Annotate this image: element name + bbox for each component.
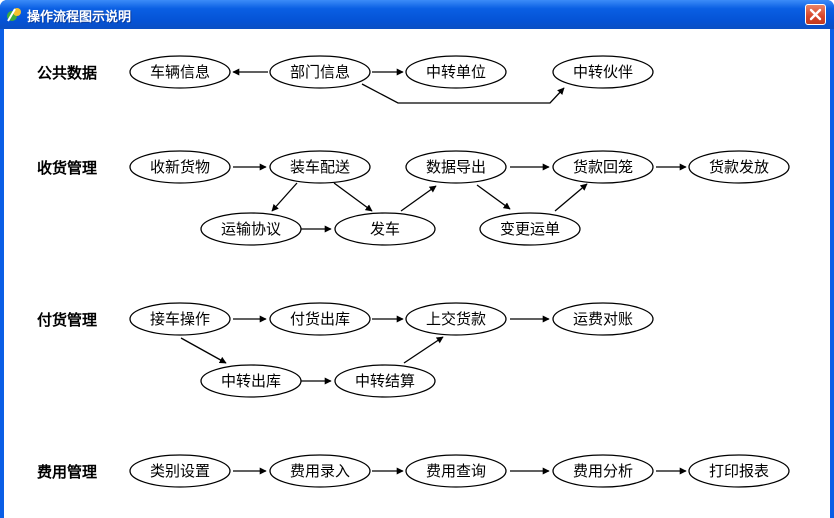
arrow-settle-to-submit (403, 336, 444, 364)
node-delivery-out[interactable]: 付货出库 (269, 302, 371, 336)
node-label: 运费对账 (573, 310, 633, 328)
node-label: 中转单位 (426, 63, 486, 81)
node-loading-dispatch[interactable]: 装车配送 (269, 150, 371, 184)
arrow-change-to-return (554, 183, 588, 212)
node-expense-query[interactable]: 费用查询 (405, 454, 507, 488)
node-depart[interactable]: 发车 (334, 212, 436, 246)
client-area: 公共数据 收货管理 付货管理 费用管理 (4, 29, 830, 518)
arrow-loading-to-agreement (271, 182, 298, 212)
node-label: 上交货款 (426, 310, 486, 328)
row-label-public-data: 公共数据 (37, 64, 97, 82)
node-print-report[interactable]: 打印报表 (688, 454, 790, 488)
node-expense-entry[interactable]: 费用录入 (269, 454, 371, 488)
arrow-depart-to-export (400, 185, 437, 212)
node-submit-payment[interactable]: 上交货款 (405, 302, 507, 336)
node-label: 装车配送 (290, 158, 350, 176)
node-category-setup[interactable]: 类别设置 (129, 454, 231, 488)
node-payment-return[interactable]: 货款回笼 (552, 150, 654, 184)
node-payment-release[interactable]: 货款发放 (688, 150, 790, 184)
node-receive-vehicle[interactable]: 接车操作 (129, 302, 231, 336)
connectors (180, 68, 687, 475)
window-title: 操作流程图示说明 (27, 10, 132, 25)
arrow-loading-to-depart (333, 182, 373, 212)
node-label: 运输协议 (221, 220, 281, 238)
node-label: 接车操作 (150, 310, 210, 328)
node-receive-goods[interactable]: 收新货物 (129, 150, 231, 184)
node-transport-agreement[interactable]: 运输协议 (200, 212, 302, 246)
node-label: 类别设置 (150, 462, 210, 480)
close-icon (809, 8, 822, 21)
node-freight-reconcile[interactable]: 运费对账 (552, 302, 654, 336)
node-label: 发车 (370, 220, 400, 238)
arrow-dept-to-transfer-partner (361, 83, 565, 104)
arrow-receive-vehicle-to-transfer-out (180, 337, 227, 364)
node-label: 费用查询 (426, 462, 486, 480)
flow-diagram: 公共数据 收货管理 付货管理 费用管理 (37, 55, 790, 488)
row-label-receiving: 收货管理 (37, 159, 97, 177)
node-label: 数据导出 (426, 158, 486, 176)
node-vehicle-info[interactable]: 车辆信息 (129, 55, 231, 89)
row-label-expense: 费用管理 (37, 463, 97, 481)
node-label: 打印报表 (709, 462, 769, 480)
node-label: 变更运单 (500, 220, 560, 238)
node-label: 中转出库 (221, 372, 281, 390)
node-label: 中转伙伴 (573, 63, 633, 81)
node-label: 货款发放 (709, 158, 769, 176)
node-label: 费用分析 (573, 462, 633, 480)
node-label: 中转结算 (355, 372, 415, 390)
node-transfer-unit[interactable]: 中转单位 (405, 55, 507, 89)
node-transfer-partner[interactable]: 中转伙伴 (552, 55, 654, 89)
node-expense-analysis[interactable]: 费用分析 (552, 454, 654, 488)
node-label: 车辆信息 (150, 63, 210, 81)
app-icon (7, 8, 21, 22)
close-button[interactable] (805, 4, 826, 25)
node-label: 收新货物 (150, 158, 210, 176)
node-label: 部门信息 (290, 63, 350, 81)
node-transfer-settle[interactable]: 中转结算 (334, 364, 436, 398)
node-data-export[interactable]: 数据导出 (405, 150, 507, 184)
node-transfer-out[interactable]: 中转出库 (200, 364, 302, 398)
node-label: 付货出库 (290, 310, 350, 328)
node-change-waybill[interactable]: 变更运单 (479, 212, 581, 246)
title-bar[interactable]: 操作流程图示说明 (0, 0, 834, 29)
row-label-delivery: 付货管理 (37, 311, 97, 329)
node-department-info[interactable]: 部门信息 (269, 55, 371, 89)
node-label: 货款回笼 (573, 158, 633, 176)
arrow-export-to-change (476, 184, 511, 210)
node-label: 费用录入 (290, 462, 350, 480)
